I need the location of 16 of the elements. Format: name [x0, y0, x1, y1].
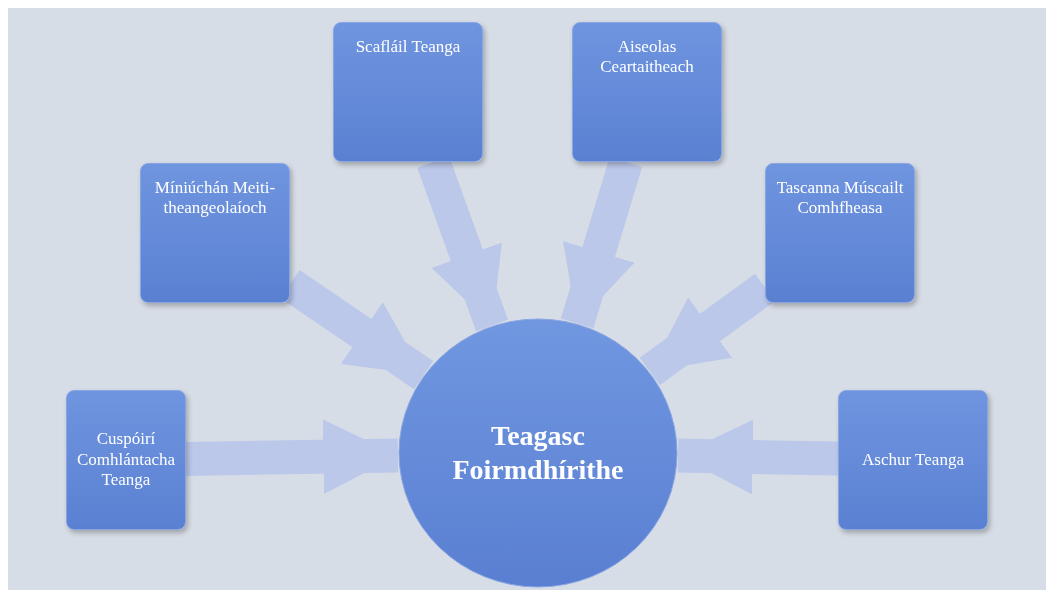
process-box — [140, 163, 290, 303]
node-label: Tascanna Múscailt Comhfheasa — [776, 178, 904, 219]
process-box — [333, 22, 483, 162]
process-box — [572, 22, 722, 162]
node-label: Aschur Teanga — [862, 449, 964, 471]
node-label: Cuspóirí Comhlántacha Teanga — [76, 429, 176, 491]
ellipse-node — [398, 318, 678, 588]
node-label: Aiseolas Ceartaitheach — [599, 37, 695, 78]
process-box — [765, 163, 915, 303]
node-label: Scafláil Teanga — [355, 37, 461, 58]
process-box — [838, 390, 988, 530]
node-label: Míniúchán Meiti-theangeolaíoch — [153, 178, 277, 219]
process-box — [66, 390, 186, 530]
block-arrow — [185, 419, 399, 495]
block-arrow — [677, 419, 839, 495]
node-label: Teagasc Foirmdhírithe — [451, 419, 625, 487]
